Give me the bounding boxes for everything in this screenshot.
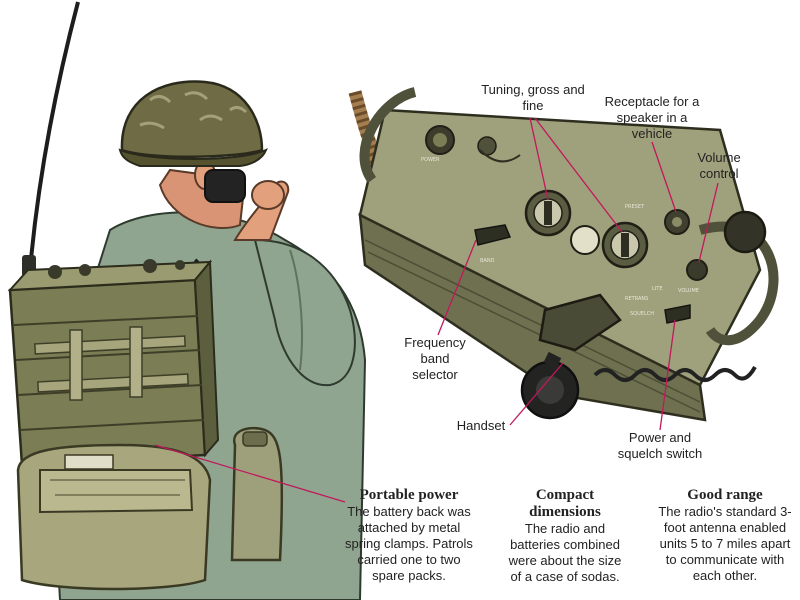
panel-label-volume: VOLUME — [678, 288, 699, 294]
helmet — [120, 80, 264, 158]
soldier-arm — [253, 238, 356, 387]
panel-label-power: POWER — [421, 157, 440, 163]
soldier-handset — [204, 169, 246, 203]
info-range-title: Good range — [687, 487, 763, 503]
backpack-radio — [7, 259, 220, 467]
panel-label-band: BAND — [480, 258, 495, 264]
line-handset — [509, 362, 564, 426]
line-tuning-gross — [529, 117, 549, 201]
whip-antenna — [28, 1, 80, 271]
line-volume — [698, 182, 719, 263]
battery-pack-bag — [16, 443, 212, 591]
band-selector-knob — [474, 224, 512, 246]
line-tuning-fine — [534, 117, 623, 233]
callout-frequency-band: Frequency band selector — [404, 335, 466, 382]
callout-handset: Handset — [456, 418, 506, 433]
callout-receptacle: Receptacle for a speaker in a vehicle — [604, 94, 700, 141]
volume-knob — [686, 259, 708, 281]
info-range: Good range The radio's standard 3-foot a… — [654, 487, 796, 584]
line-receptacle — [651, 141, 677, 213]
callout-volume: Volume control — [697, 150, 741, 181]
info-portable-power-body: The battery back was attached by metal s… — [345, 504, 473, 583]
info-portable-power: Portable power The battery back was atta… — [345, 487, 473, 584]
callout-tuning: Tuning, gross and fine — [481, 82, 585, 113]
callout-lines — [154, 117, 719, 503]
info-compact-title: Compact dimensions — [529, 487, 601, 520]
canteen — [230, 426, 284, 562]
panel-label-retrans: RETRANS — [625, 296, 648, 302]
callout-power-squelch: Power and squelch switch — [617, 430, 703, 461]
panel-label-lite: LITE — [652, 286, 662, 292]
soldier-figure — [7, 1, 367, 600]
handset-body — [538, 293, 622, 352]
info-compact-body: The radio and batteries combined were ab… — [508, 521, 622, 584]
info-portable-power-title: Portable power — [359, 487, 459, 503]
frequency-window — [570, 225, 600, 255]
panel-label-squelch: SQUELCH — [630, 311, 654, 317]
left-handle — [359, 87, 417, 183]
line-power-squelch — [659, 319, 676, 431]
info-range-body: The radio's standard 3-foot antenna enab… — [658, 504, 792, 583]
info-compact: Compact dimensions The radio and batteri… — [506, 487, 624, 585]
radio-control-panel — [358, 108, 762, 387]
radio-unit-detail: POWER BAND VOLUME SQUELCH LITE RETRANS P… — [348, 87, 779, 422]
line-portable-power — [154, 444, 346, 503]
squelch-switch — [664, 304, 691, 324]
panel-label-preset: PRESET — [625, 204, 645, 210]
handset-coil — [593, 365, 757, 382]
line-band — [437, 239, 477, 336]
